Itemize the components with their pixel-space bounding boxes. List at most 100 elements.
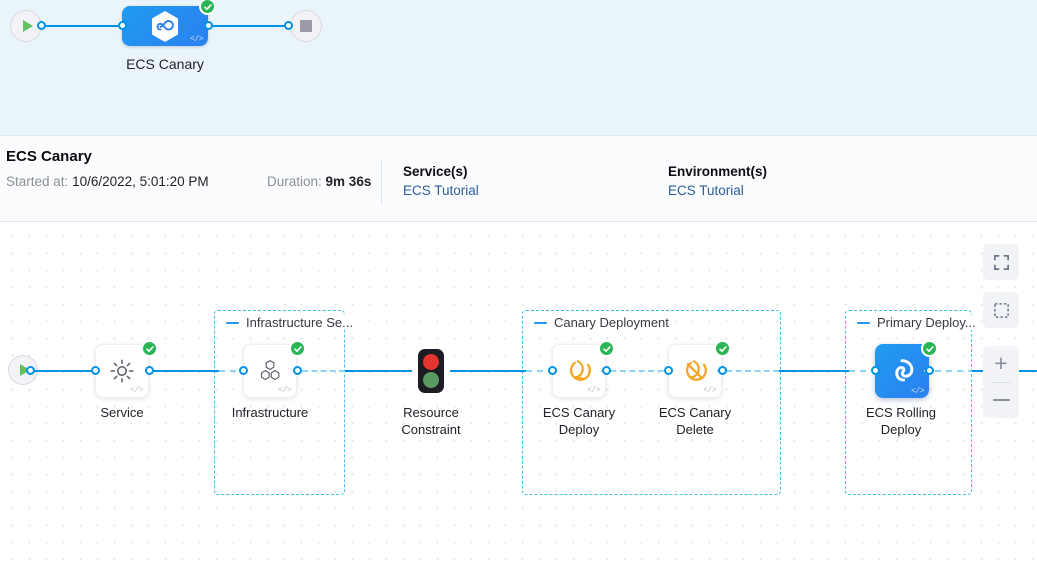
node-code-tag: </> xyxy=(911,387,924,396)
zoom-in-button[interactable]: + xyxy=(983,346,1019,382)
connector-start-to-service xyxy=(30,370,98,372)
duration-label: Duration: xyxy=(267,174,322,189)
group-label-canary-deployment[interactable]: Canary Deployment xyxy=(530,315,673,330)
dashed-square-icon[interactable] xyxy=(983,292,1019,328)
graph-start-port xyxy=(26,366,35,375)
gear-icon xyxy=(110,359,134,383)
connector-stage-to-end xyxy=(210,25,288,27)
services-label: Service(s) xyxy=(403,164,468,179)
connector-primary-group-out xyxy=(924,370,974,372)
duration-value: 9m 36s xyxy=(325,174,372,189)
group-label-text: Infrastructure Se... xyxy=(246,315,353,330)
group-label-infrastructure-section[interactable]: Infrastructure Se... xyxy=(222,315,357,330)
connector-infra-to-resource xyxy=(345,370,412,372)
execution-header xyxy=(0,136,1037,222)
node-code-tag: </> xyxy=(703,386,716,395)
node-code-tag: </> xyxy=(278,386,291,395)
node-resource-constraint[interactable] xyxy=(418,349,444,393)
node-infrastructure[interactable]: </> xyxy=(243,344,297,398)
node-infrastructure-status-badge xyxy=(289,340,306,357)
mini-stage-input-port xyxy=(118,21,127,30)
plus-icon: + xyxy=(994,350,1008,377)
play-icon xyxy=(22,20,33,32)
collapse-dash-icon[interactable] xyxy=(534,321,547,324)
connector-canary-deploy-to-delete xyxy=(601,370,673,372)
canary-bird-delete-icon xyxy=(686,360,707,381)
services-column: Service(s) ECS Tutorial xyxy=(403,164,479,198)
start-node[interactable] xyxy=(10,10,42,42)
node-service[interactable]: </> xyxy=(95,344,149,398)
node-code-tag: </> xyxy=(130,386,143,395)
node-service-label: Service xyxy=(100,405,144,420)
node-ecs-rolling-deploy[interactable]: </> xyxy=(875,344,929,398)
group-label-text: Primary Deploy... xyxy=(877,315,976,330)
connector-primary-group-in xyxy=(849,370,877,372)
traffic-light-green xyxy=(423,372,439,388)
connector-canary-to-primary-group xyxy=(779,370,850,372)
connector-start-to-stage xyxy=(44,25,122,27)
node-ecs-canary-deploy-label: ECS Canary Deploy xyxy=(542,405,616,437)
end-node[interactable] xyxy=(290,10,322,42)
mini-pipeline-strip: </> ECS Canary xyxy=(0,0,1037,136)
node-ecs-rolling-deploy-output-port xyxy=(925,366,934,375)
node-service-output-port xyxy=(145,366,154,375)
select-area-button[interactable] xyxy=(983,292,1019,328)
hexagon-cluster-icon xyxy=(260,359,280,381)
connector-infra-group-in xyxy=(219,370,247,372)
connector-service-to-infra-group xyxy=(145,370,219,372)
minus-icon xyxy=(992,399,1010,402)
mini-stage-label: ECS Canary xyxy=(126,56,204,72)
environments-column: Environment(s) ECS Tutorial xyxy=(668,164,767,198)
group-label-primary-deployment[interactable]: Primary Deploy... xyxy=(853,315,980,330)
collapse-dash-icon[interactable] xyxy=(857,321,870,324)
group-canary-deployment[interactable] xyxy=(522,310,781,495)
node-ecs-canary-delete[interactable]: </> xyxy=(668,344,722,398)
started-at-label: Started at: xyxy=(6,174,69,189)
group-primary-deployment[interactable] xyxy=(845,310,972,495)
connector-canary-group-in xyxy=(526,370,554,372)
zoom-out-button[interactable] xyxy=(983,382,1019,418)
stage-code-tag: </> xyxy=(190,35,203,44)
started-at: Started at: 10/6/2022, 5:01:20 PM xyxy=(6,174,209,189)
zoom-controls[interactable]: + xyxy=(983,346,1019,418)
services-value-link[interactable]: ECS Tutorial xyxy=(403,183,479,198)
page-title: ECS Canary xyxy=(6,148,92,165)
environments-value-link[interactable]: ECS Tutorial xyxy=(668,183,744,198)
node-resource-constraint-label: Resource Constraint xyxy=(401,405,461,437)
node-infrastructure-label: Infrastructure xyxy=(231,405,309,420)
mini-pipeline-canvas[interactable]: </> ECS Canary xyxy=(0,0,1037,136)
mini-stage-ecs-canary[interactable]: </> xyxy=(122,6,208,46)
node-ecs-canary-delete-status-badge xyxy=(714,340,731,357)
node-ecs-rolling-deploy-input-port xyxy=(871,366,880,375)
node-ecs-canary-delete-label: ECS Canary Delete xyxy=(658,405,732,437)
node-ecs-rolling-deploy-status-badge xyxy=(921,340,938,357)
node-infrastructure-output-port xyxy=(293,366,302,375)
connector-resource-to-canary-group xyxy=(450,370,526,372)
mini-stage-status-badge xyxy=(199,0,216,15)
stop-icon xyxy=(300,20,312,32)
node-infrastructure-input-port xyxy=(239,366,248,375)
duration: Duration: 9m 36s xyxy=(267,174,371,189)
node-code-tag: </> xyxy=(587,386,600,395)
node-ecs-canary-delete-output-port xyxy=(718,366,727,375)
pipeline-graph-canvas[interactable]: Infrastructure Se... Canary Deployment P… xyxy=(0,222,1037,564)
connector-infra-group-out xyxy=(293,370,345,372)
mini-stage-output-port xyxy=(204,21,213,30)
collapse-dash-icon[interactable] xyxy=(226,321,239,324)
node-ecs-canary-delete-input-port xyxy=(664,366,673,375)
connector-canary-group-out xyxy=(717,370,779,372)
harness-cd-hexagon-icon xyxy=(150,10,180,43)
environments-label: Environment(s) xyxy=(668,164,768,179)
end-node-port xyxy=(284,21,293,30)
group-infrastructure-section[interactable] xyxy=(214,310,345,495)
node-ecs-canary-deploy[interactable]: </> xyxy=(552,344,606,398)
zoom-controls-divider xyxy=(991,381,1011,383)
fit-to-screen-button[interactable] xyxy=(983,244,1019,280)
expand-icon[interactable] xyxy=(983,244,1019,280)
header-divider xyxy=(381,160,382,204)
node-ecs-canary-deploy-status-badge xyxy=(598,340,615,357)
started-at-value: 10/6/2022, 5:01:20 PM xyxy=(72,174,209,189)
canary-bird-icon xyxy=(570,360,591,381)
node-ecs-rolling-deploy-label: ECS Rolling Deploy xyxy=(865,405,937,437)
